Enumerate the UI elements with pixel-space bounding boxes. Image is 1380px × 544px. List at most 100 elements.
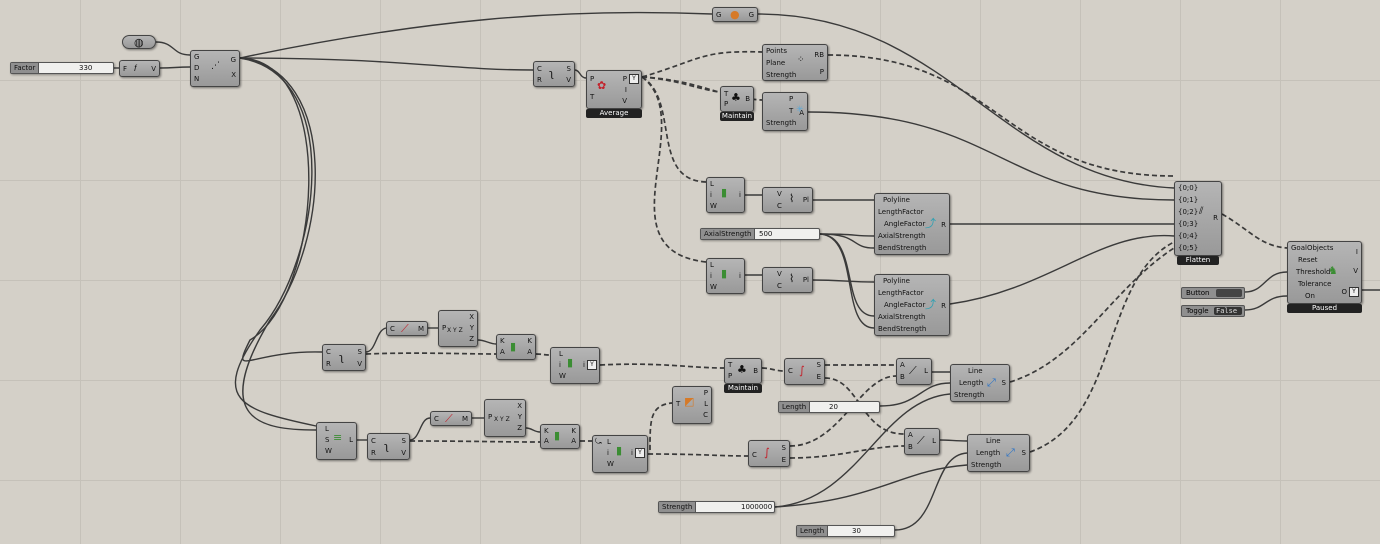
input-pin[interactable]: G	[194, 53, 200, 61]
output-pin[interactable]: M	[461, 415, 468, 423]
strength-slider[interactable]: Strength 1000000	[658, 501, 775, 513]
output-pin[interactable]: i	[739, 191, 741, 199]
polyline-goal-1[interactable]: Polyline LengthFactor AngleFactor AxialS…	[874, 193, 950, 255]
output-pin[interactable]: V	[622, 97, 627, 105]
output-pin[interactable]: S	[357, 348, 362, 356]
output-pin[interactable]: V	[401, 449, 406, 457]
input-pin[interactable]: P	[590, 75, 595, 83]
output-pin[interactable]: S	[816, 361, 821, 369]
output-pin[interactable]: A	[527, 348, 532, 356]
input-pin[interactable]: P	[728, 372, 733, 380]
input-pin[interactable]: C	[752, 451, 757, 459]
output-pin[interactable]: Y	[469, 324, 474, 332]
input-pin[interactable]: C	[371, 437, 376, 445]
output-pin[interactable]: S	[566, 65, 571, 73]
input-pin[interactable]: On	[1305, 292, 1315, 300]
input-pin[interactable]: Threshold	[1296, 268, 1331, 276]
input-pin[interactable]: C	[777, 202, 782, 210]
output-pin[interactable]: V	[566, 76, 571, 84]
output-pin[interactable]: K	[571, 427, 576, 435]
output-pin[interactable]: Pl	[802, 196, 809, 204]
output-pin[interactable]: V	[357, 360, 362, 368]
input-pin[interactable]: {0;1}	[1178, 196, 1199, 204]
output-pin[interactable]: G	[230, 56, 236, 64]
toggle-param[interactable]: Toggle False	[1181, 305, 1245, 317]
input-pin[interactable]: K	[500, 337, 505, 345]
input-pin[interactable]: V	[777, 270, 782, 278]
button-face[interactable]	[1216, 289, 1242, 297]
length-goal-1[interactable]: Line Length Strength ⤢ S	[950, 364, 1010, 402]
curve-middle-1[interactable]: C ⟋ M	[386, 321, 428, 336]
on-plane-goal[interactable]: Points Plane Strength ⁘ RB P	[762, 44, 828, 81]
output-pin[interactable]: V	[1353, 267, 1358, 275]
list-item-3[interactable]: L i W ▮ i Y	[550, 347, 600, 384]
input-pin[interactable]: LengthFactor	[878, 289, 924, 297]
input-pin[interactable]: Points	[766, 47, 788, 55]
input-pin[interactable]: A	[908, 431, 913, 439]
output-pin[interactable]: X	[517, 402, 522, 410]
sort-list-2[interactable]: K A ▮ K A	[540, 424, 580, 449]
input-pin[interactable]: S	[325, 436, 330, 444]
input-pin[interactable]: R	[537, 76, 542, 84]
input-pin[interactable]: G	[716, 11, 722, 19]
input-pin[interactable]: W	[607, 460, 614, 468]
output-pin[interactable]: Y	[517, 413, 522, 421]
shift-list-1[interactable]: C ∫ S E	[784, 358, 825, 385]
output-pin[interactable]: Z	[469, 335, 474, 343]
output-pin[interactable]: R	[941, 221, 946, 229]
input-pin[interactable]: F	[123, 65, 128, 73]
input-pin[interactable]: L	[325, 425, 329, 433]
curve-middle-2[interactable]: C ⟋ M	[430, 411, 472, 426]
input-pin[interactable]: W	[325, 447, 332, 455]
input-pin[interactable]: R	[326, 360, 331, 368]
output-pin[interactable]: C	[703, 411, 708, 419]
output-pin[interactable]: I	[624, 86, 627, 94]
expression-component[interactable]: F 𝑓 V	[119, 60, 160, 77]
input-pin[interactable]: L	[607, 438, 611, 446]
deconstruct-point-1[interactable]: P X Y Z X Y Z	[438, 310, 478, 347]
output-pin[interactable]: B	[745, 95, 750, 103]
input-pin[interactable]: {0;4}	[1178, 232, 1199, 240]
divide-curve-component[interactable]: G D N ⋰ G X	[190, 50, 240, 87]
input-pin[interactable]: Strength	[971, 461, 1002, 469]
input-pin[interactable]: AxialStrength	[878, 232, 926, 240]
line-component-1[interactable]: A B ⟋ L	[896, 358, 932, 385]
output-pin[interactable]: A	[799, 109, 804, 117]
input-pin[interactable]: L	[710, 180, 714, 188]
input-pin[interactable]: B	[908, 443, 913, 451]
input-pin[interactable]: C	[390, 325, 395, 333]
list-item-2[interactable]: L i W ▮ i	[706, 258, 745, 294]
input-pin[interactable]: {0;5}	[1178, 244, 1199, 252]
output-pin[interactable]: i	[739, 272, 741, 280]
deconstruct-point-2[interactable]: P X Y Z X Y Z	[484, 399, 526, 437]
output-pin[interactable]: E	[781, 456, 786, 464]
length-30-slider[interactable]: Length 30	[796, 525, 895, 537]
output-pin[interactable]: Pl	[802, 276, 809, 284]
line-component-2[interactable]: A B ⟋ L	[904, 428, 940, 455]
output-pin[interactable]: R	[1213, 214, 1218, 222]
output-pin[interactable]: i	[583, 361, 585, 369]
output-pin[interactable]: RB	[814, 51, 824, 59]
list-item-4[interactable]: ⤿ L i W ▮ i Y	[592, 435, 648, 473]
input-pin[interactable]: T	[724, 90, 729, 98]
input-pin[interactable]: {0;0}	[1178, 184, 1199, 192]
input-pin[interactable]: C	[434, 415, 439, 423]
output-pin[interactable]: S	[781, 444, 786, 452]
input-pin[interactable]: T	[789, 107, 794, 115]
input-pin[interactable]: T	[590, 93, 595, 101]
input-pin[interactable]: W	[710, 202, 717, 210]
input-pin[interactable]: T	[676, 400, 681, 408]
output-pin[interactable]: V	[151, 65, 156, 73]
output-pin[interactable]: X	[231, 71, 236, 79]
input-pin[interactable]: W	[710, 283, 717, 291]
average-component[interactable]: P T ✿ P I V Y	[586, 70, 642, 109]
list-item-1[interactable]: L i W ▮ i	[706, 177, 745, 213]
button-param[interactable]: Button	[1181, 287, 1245, 299]
output-pin[interactable]: K	[527, 337, 532, 345]
input-pin[interactable]: N	[194, 75, 200, 83]
output-pin[interactable]: O	[1341, 288, 1347, 296]
input-pin[interactable]: C	[326, 348, 331, 356]
input-pin[interactable]: Plane	[766, 59, 786, 67]
input-pin[interactable]: AxialStrength	[878, 313, 926, 321]
input-pin[interactable]: C	[788, 367, 793, 375]
